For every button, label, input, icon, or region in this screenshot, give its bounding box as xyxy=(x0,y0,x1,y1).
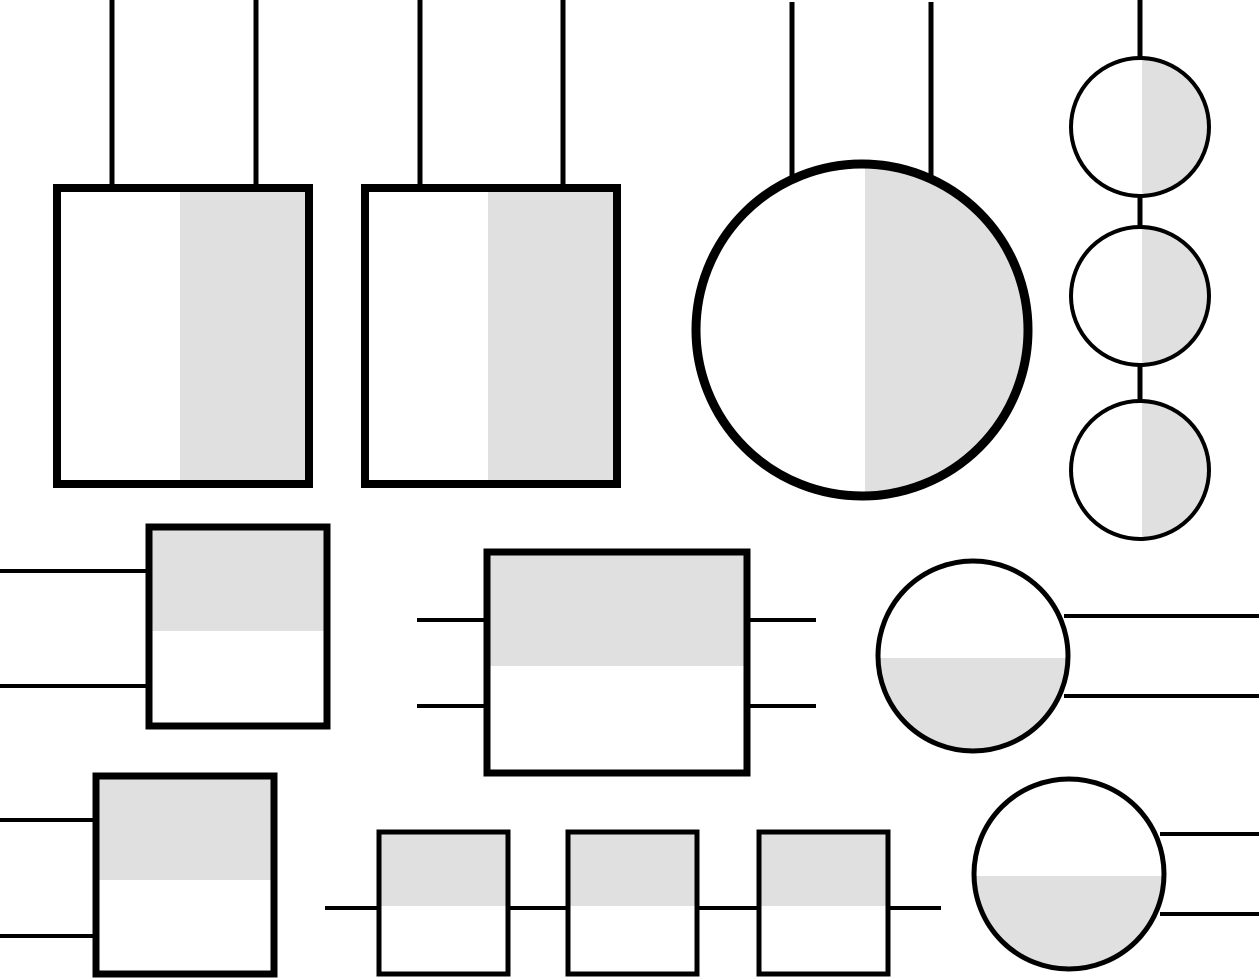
chain-rect-2 xyxy=(565,829,700,977)
chain-rect-3 xyxy=(756,829,891,977)
horizontal-rect-chain xyxy=(325,829,941,977)
vertical-circle-chain xyxy=(1069,0,1211,541)
chain-circle-1 xyxy=(1069,56,1211,198)
double-side-rect xyxy=(417,548,816,777)
chain-circle-2 xyxy=(1069,225,1211,367)
side-circle-2 xyxy=(971,776,1259,972)
chain-rect-1 xyxy=(376,829,511,977)
side-circle-1 xyxy=(875,558,1259,754)
hanging-circle-large xyxy=(691,2,1033,501)
hanging-rect-1 xyxy=(53,0,313,488)
side-rect-1 xyxy=(0,523,331,730)
side-rect-2 xyxy=(0,772,278,978)
chain-circle-3 xyxy=(1069,399,1211,541)
hanging-rect-2 xyxy=(361,0,621,488)
